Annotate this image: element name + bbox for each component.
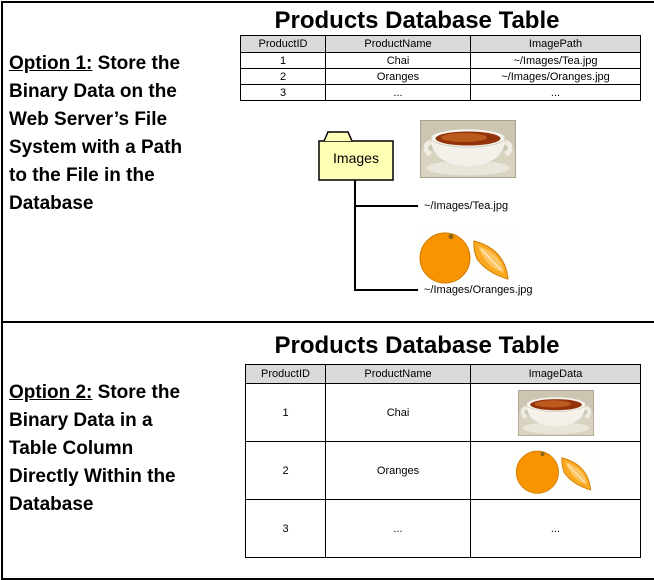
oranges-path-label: ~/Images/Oranges.jpg <box>424 284 533 296</box>
option2-description: Option 2: Store the Binary Data in a Tab… <box>9 379 237 519</box>
table1-cell-imagepath: ~/Images/Tea.jpg <box>470 52 641 69</box>
tea-path-label: ~/Images/Tea.jpg <box>424 200 509 212</box>
oranges-photo-image <box>512 446 600 495</box>
option1-line: Web Server’s File <box>9 109 168 130</box>
table1-row: 1 Chai ~/Images/Tea.jpg <box>240 52 641 69</box>
option1-panel: Products Database Table Option 1: Store … <box>1 1 654 323</box>
table2-row: 2 Oranges <box>245 441 641 500</box>
products-table-imagedata: ProductID ProductName ImageData 1 Chai 2… <box>245 364 641 558</box>
option2-line: Directly Within the <box>9 466 176 487</box>
tea-photo-image <box>517 390 595 436</box>
table2-cell-productname: ... <box>325 499 471 558</box>
table1-cell-imagepath: ... <box>470 84 641 101</box>
table1-cell-productid: 2 <box>240 68 326 85</box>
table1-cell-productname: ... <box>325 84 471 101</box>
table2-cell-imagedata <box>470 383 641 442</box>
table2-row: 3 ... ... <box>245 499 641 558</box>
tree-branch-tea-line <box>354 205 418 207</box>
option1-line: System with a Path <box>9 137 183 158</box>
table1-cell-productid: 3 <box>240 84 326 101</box>
option2-line1-rest: Store the <box>92 382 181 403</box>
option2-line: Table Column <box>9 438 134 459</box>
table1-row: 2 Oranges ~/Images/Oranges.jpg <box>240 68 641 85</box>
table2-row: 1 Chai <box>245 383 641 442</box>
oranges-photo-image <box>415 227 519 285</box>
table1-header-imagepath: ImagePath <box>470 35 641 53</box>
tea-photo-image <box>420 120 516 178</box>
tree-branch-oranges-line <box>354 289 418 291</box>
table2-cell-productid: 1 <box>245 383 326 442</box>
option2-panel: Products Database Table Option 2: Store … <box>1 321 654 580</box>
table2-header-row: ProductID ProductName ImageData <box>245 364 641 384</box>
table2-cell-productid: 2 <box>245 441 326 500</box>
option2-table-title: Products Database Table <box>274 332 560 359</box>
table2-cell-productname: Chai <box>325 383 471 442</box>
table2-cell-imagedata <box>470 441 641 500</box>
option1-line: Option 1: Store the <box>9 50 237 78</box>
table1-cell-productname: Chai <box>325 52 471 69</box>
table1-cell-imagepath: ~/Images/Oranges.jpg <box>470 68 641 85</box>
option1-line: Binary Data on the <box>9 81 177 102</box>
table2-header-productid: ProductID <box>245 364 326 384</box>
option1-table-title: Products Database Table <box>274 7 560 34</box>
table1-row: 3 ... ... <box>240 84 641 101</box>
products-table-imagepath: ProductID ProductName ImagePath 1 Chai ~… <box>240 35 641 101</box>
option2-line: Binary Data in a <box>9 410 153 431</box>
table2-cell-productid: 3 <box>245 499 326 558</box>
option2-label: Option 2: <box>9 382 93 403</box>
table1-cell-productid: 1 <box>240 52 326 69</box>
table1-header-row: ProductID ProductName ImagePath <box>240 35 641 53</box>
table2-header-productname: ProductName <box>325 364 471 384</box>
option1-label: Option 1: <box>9 53 93 74</box>
option1-description: Option 1: Store the Binary Data on the W… <box>9 50 237 218</box>
table2-cell-imagedata: ... <box>470 499 641 558</box>
option1-line1-rest: Store the <box>92 53 181 74</box>
table1-header-productid: ProductID <box>240 35 326 53</box>
option1-line: to the File in the <box>9 165 155 186</box>
table1-header-productname: ProductName <box>325 35 471 53</box>
table2-header-imagedata: ImageData <box>470 364 641 384</box>
tree-trunk-line <box>354 180 356 291</box>
table1-cell-productname: Oranges <box>325 68 471 85</box>
option1-line: Database <box>9 193 94 214</box>
option2-line: Database <box>9 494 94 515</box>
images-folder-label: Images <box>333 150 379 166</box>
option2-line: Option 2: Store the <box>9 379 237 407</box>
table2-cell-productname: Oranges <box>325 441 471 500</box>
